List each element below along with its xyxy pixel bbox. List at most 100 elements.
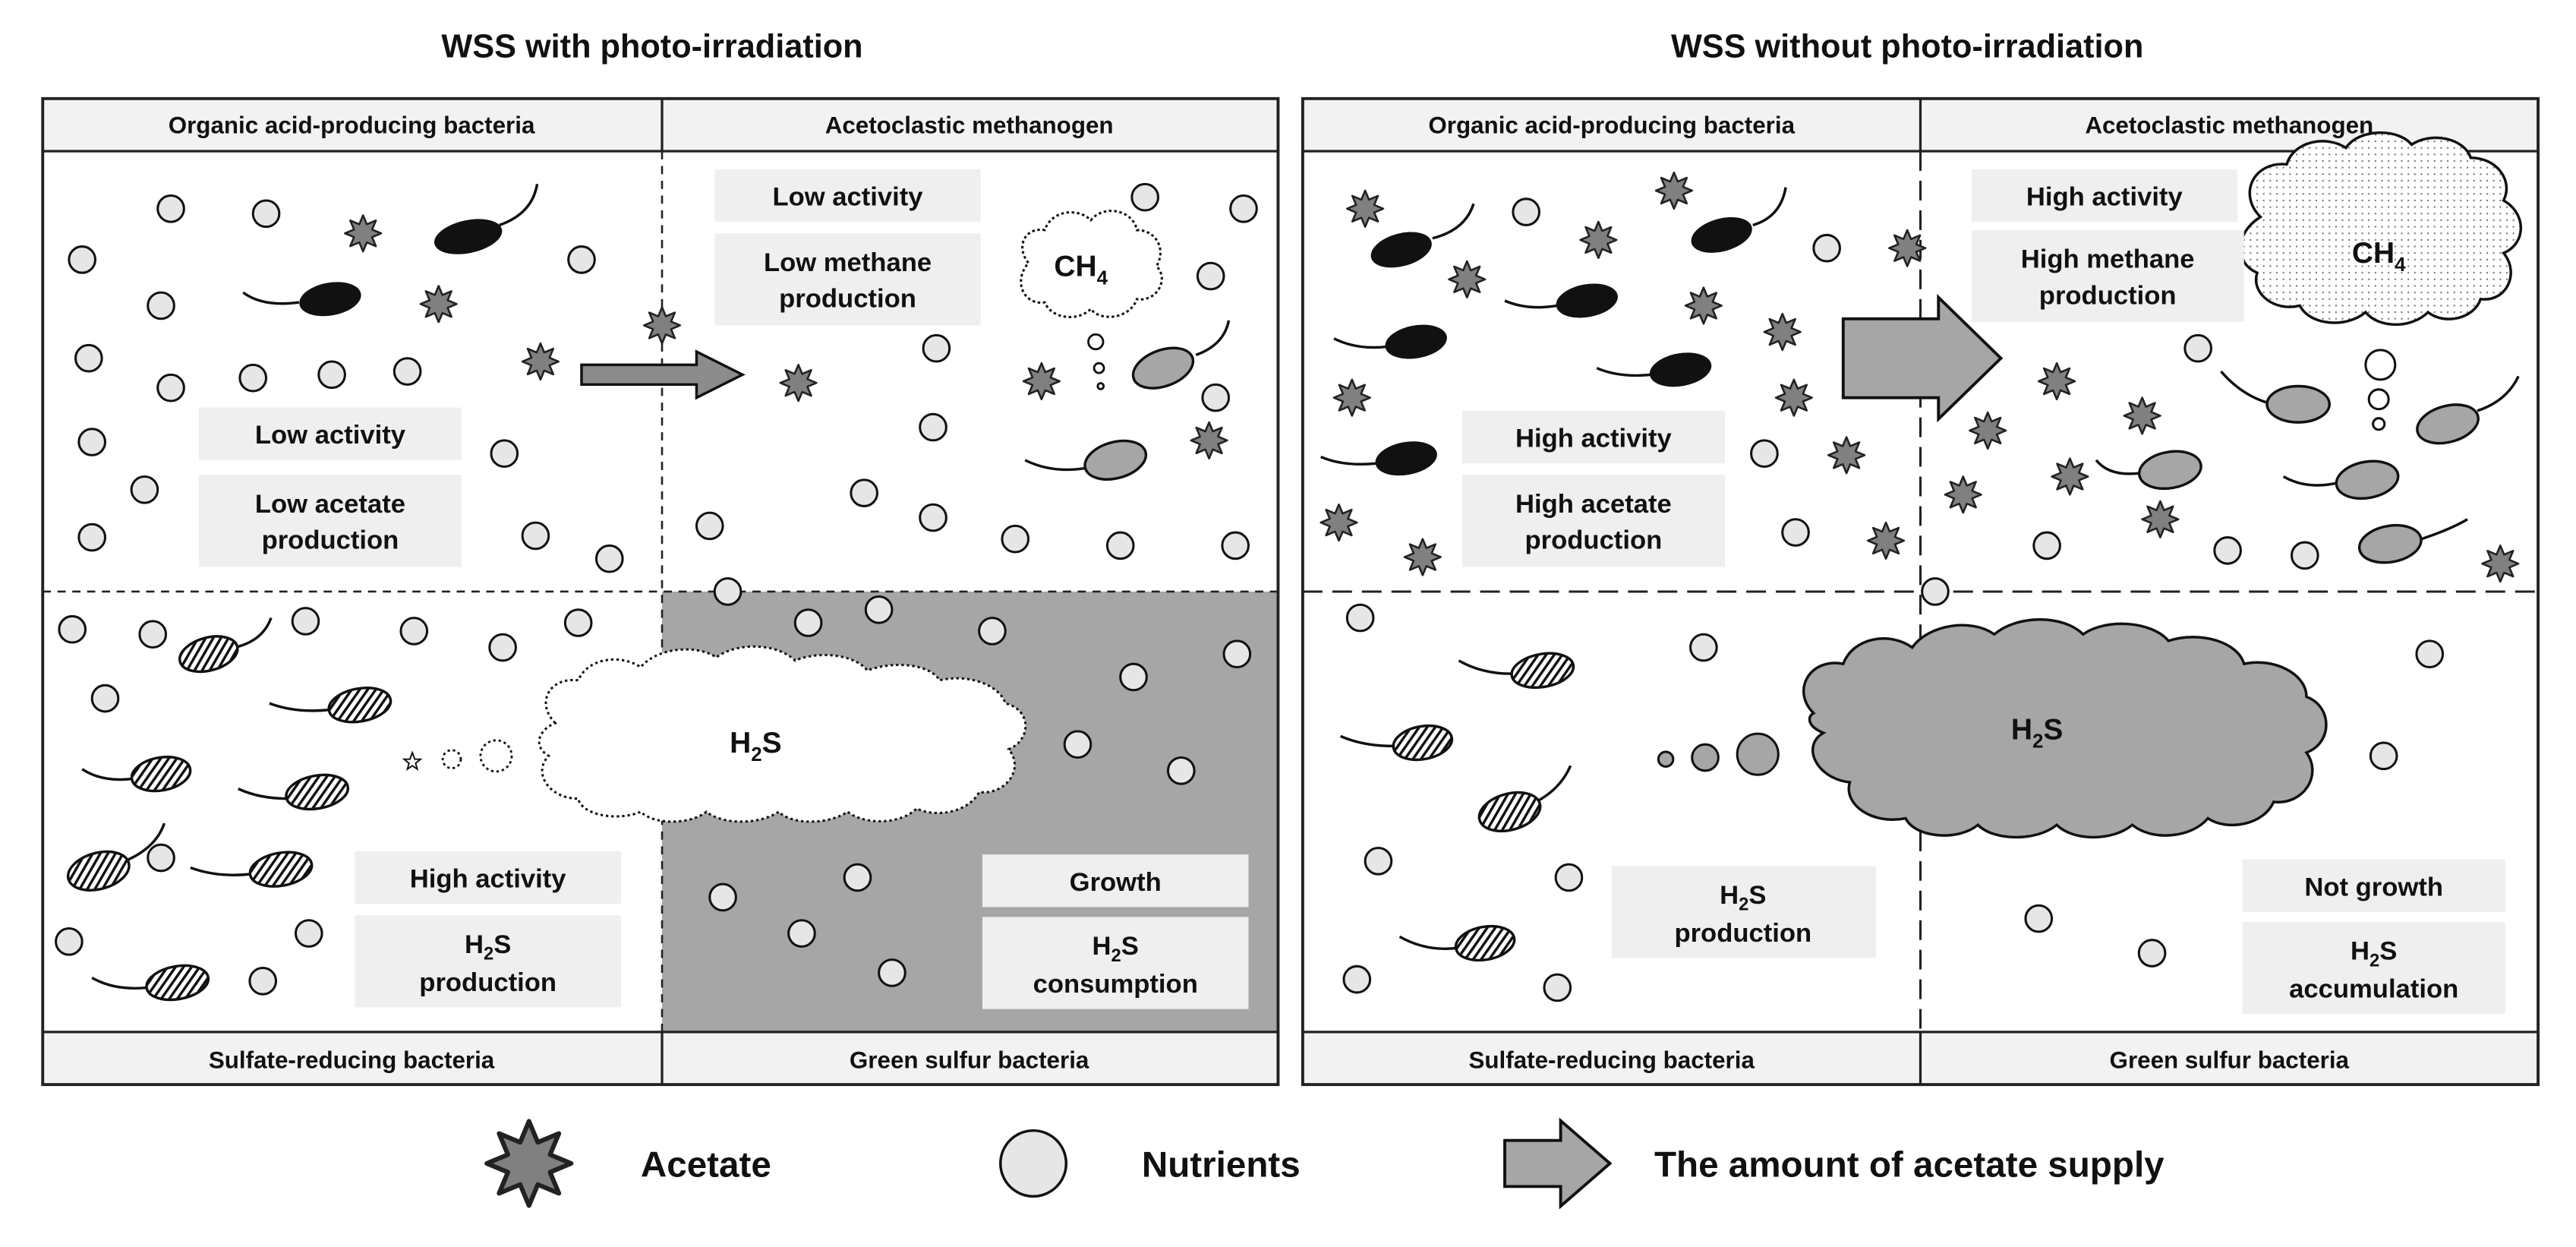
h2s-cloud: H2S [1657,618,2328,839]
methanogen [2220,370,2331,424]
sulfate-reducing-bacterium [1398,924,1516,962]
nutrient-particle [130,475,159,504]
nutrient-particle [1001,524,1030,554]
acetate-star-icon [1022,361,1061,401]
nutrient-particle [55,927,84,956]
svg-text:CH4: CH4 [1054,251,1108,289]
acetate-star-icon [1827,436,1866,475]
svg-text:production: production [419,968,557,997]
nutrient-particle [238,363,268,393]
methanogen-activity-label: High activity [1971,169,2238,223]
acetate-star-icon [1684,286,1723,325]
methanogen-product-label: High methane production [1971,229,2244,323]
nutrient-particle [563,608,593,637]
left-title: WSS with photo-irradiation [441,29,862,65]
nutrient-particle [291,607,320,636]
svg-text:Growth: Growth [1070,868,1162,897]
svg-text:Not growth: Not growth [2304,873,2443,901]
svg-text:High activity: High activity [2026,182,2183,211]
nutrient-particle [1166,756,1196,785]
nutrient-particle [1105,531,1135,560]
acetate-star-icon [1969,411,2007,450]
legend-nutrient-circle-icon [999,1129,1068,1198]
nutrient-particle [138,620,168,649]
nutrient-particle [1554,863,1584,892]
acetate-star-icon [1579,220,1618,260]
acetate-star-icon [642,306,682,345]
nutrient-particle [1345,603,1375,633]
right-title: WSS without photo-irradiation [1671,29,2143,65]
methanogen [2095,450,2202,491]
svg-text:H2S: H2S [1720,881,1766,915]
legend: Acetate Nutrients The amount of acetate … [487,1117,2165,1210]
methanogen [1024,439,1148,481]
nutrient-particle [1229,194,1258,223]
nutrient-particle [922,333,951,363]
svg-text:production: production [1674,919,1811,948]
nutrient-particle [1689,633,1718,662]
nutrient-particle [1750,439,1779,469]
nutrient-particle [77,428,106,456]
nutrient-particle [251,199,281,229]
sulfate-reducing-bacterium [269,687,393,724]
h2s-text: H [2011,714,2032,747]
gsb-product-label: H2S consumption [982,917,1249,1009]
acetate-supply-arrow-small [580,349,746,400]
nutrient-particle [1063,730,1093,759]
acetate-star-icon [419,285,458,324]
gsb-state-label: Growth [982,854,1249,908]
nutrient-particle [793,608,823,637]
nutrient-particle [74,343,103,373]
nutrient-particle [2415,639,2445,669]
nutrient-particle [713,577,743,606]
h2s-cloud: H2S [402,645,1027,823]
svg-text:High activity: High activity [410,864,567,893]
gsb-product-label: H2S accumulation [2242,921,2505,1015]
left-panel: Organic acid-producing bacteria Acetocla… [41,96,1280,1087]
nutrient-particle [1781,518,1810,547]
header-acetoclastic-methanogen: Acetoclastic methanogen [825,112,1114,138]
header-organic-acid-bacteria: Organic acid-producing bacteria [1428,112,1795,138]
nutrient-particle [1812,233,1841,263]
sulfate-reducing-bacterium [178,617,273,674]
ch4-text: CH [1054,251,1096,283]
acetate-star-icon [1774,378,1813,417]
methane-cloud: CH4 [2239,131,2522,431]
nutrient-particle [1364,847,1393,876]
methanogen [2357,518,2468,564]
oab-activity-label: Low activity [198,407,462,460]
nutrient-particle [864,595,894,624]
svg-text:H2S: H2S [2351,937,2397,971]
nutrient-particle [1201,383,1231,412]
organic-acid-bacterium [434,184,539,254]
acetate-star-icon [1654,171,1694,210]
sulfate-reducing-bacterium [1339,724,1454,762]
sulfate-reducing-bacterium [1477,765,1572,832]
svg-text:Low acetate: Low acetate [255,490,405,519]
svg-text:Low methane: Low methane [764,248,932,277]
svg-text:H2S: H2S [730,727,782,766]
nutrient-particle [317,360,346,390]
svg-text:consumption: consumption [1033,970,1198,999]
acetate-star-icon [1403,538,1442,576]
sulfate-reducing-bacterium [238,773,350,811]
sulfate-reducing-bacterium [91,964,210,1002]
nutrient-particle [2213,536,2242,565]
nutrient-particle [1221,531,1250,560]
acetate-star-icon [2051,457,2089,496]
nutrient-particle [2032,531,2061,560]
ch4-text: CH [2352,237,2395,270]
nutrient-particle [2183,333,2212,363]
markers-layer [55,171,2520,1002]
nutrient-particle [1921,577,1950,606]
sulfate-reducing-bacterium [1458,652,1575,690]
nutrient-particle [2024,904,2054,933]
nutrient-particle [147,843,175,873]
nutrient-particle [68,245,97,274]
nutrient-particle [2290,541,2319,570]
nutrient-particle [843,863,872,892]
sulfate-reducing-bacterium [66,822,166,892]
nutrient-particle [521,521,550,551]
